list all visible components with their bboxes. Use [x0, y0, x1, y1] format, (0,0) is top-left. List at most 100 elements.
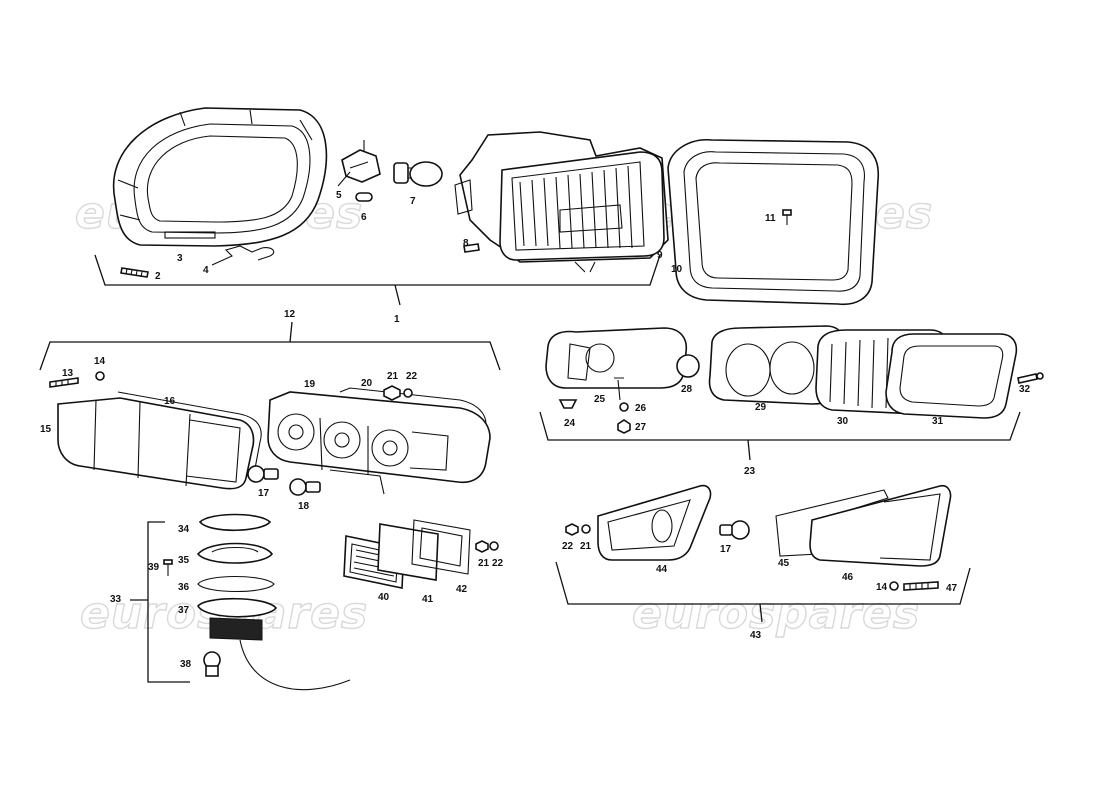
screw-32 — [1017, 372, 1044, 384]
gasket-41 — [377, 523, 439, 581]
grommet-24 — [558, 399, 578, 409]
label-31: 31 — [932, 416, 944, 427]
headlamp-bucket-frame — [112, 107, 328, 247]
label-43: 43 — [750, 630, 762, 641]
washer-14b — [889, 581, 899, 591]
label-46: 46 — [842, 572, 854, 583]
label-22-marker: 22 — [562, 541, 574, 552]
label-11: 11 — [765, 213, 776, 224]
marker-housing-44 — [597, 484, 712, 561]
label-26: 26 — [635, 403, 647, 414]
label-47: 47 — [946, 583, 958, 594]
gasket-16 — [117, 391, 262, 479]
bulb-17 — [247, 465, 279, 483]
bulb-holder-5 — [337, 140, 381, 187]
label-14-marker: 14 — [876, 582, 888, 593]
headlamp-bezel-10 — [667, 139, 880, 306]
label-13: 13 — [62, 368, 74, 379]
rear-lens-15 — [57, 397, 255, 490]
rear-housing-19 — [267, 391, 491, 495]
washer-26 — [619, 402, 629, 412]
licence-lamp-group — [130, 513, 499, 691]
headlamp-unit-9 — [454, 131, 669, 273]
label-21-marker: 21 — [580, 541, 592, 552]
label-17: 17 — [258, 488, 270, 499]
label-14: 14 — [94, 356, 106, 367]
label-25: 25 — [594, 394, 606, 405]
label-8: 8 — [463, 238, 469, 249]
watermark-bottom-right: eurospares — [632, 588, 920, 639]
label-44: 44 — [656, 564, 668, 575]
label-7: 7 — [410, 196, 416, 207]
label-40: 40 — [378, 592, 390, 603]
label-33: 33 — [110, 594, 122, 605]
label-6: 6 — [361, 212, 367, 223]
label-22-side: 22 — [492, 558, 504, 569]
screw-13 — [49, 377, 79, 388]
label-4: 4 — [203, 265, 209, 276]
label-42: 42 — [456, 584, 468, 595]
label-24: 24 — [564, 418, 576, 429]
bracket-group-33 — [130, 521, 190, 683]
indicator-housing-28 — [545, 327, 700, 389]
label-41: 41 — [422, 594, 434, 605]
indicator-bezel-31 — [885, 333, 1018, 419]
label-32: 32 — [1019, 384, 1031, 395]
bulb-18 — [289, 478, 321, 496]
label-17-marker: 17 — [720, 544, 732, 555]
washer-22b — [489, 541, 499, 551]
label-22: 22 — [406, 371, 418, 382]
gasket-36 — [197, 575, 275, 593]
label-5: 5 — [336, 190, 342, 201]
nut-21 — [383, 385, 401, 401]
frame-42 — [411, 519, 471, 575]
bracket-group-43 — [555, 561, 971, 623]
label-2: 2 — [155, 271, 161, 282]
label-1: 1 — [394, 314, 400, 325]
label-23: 23 — [744, 466, 756, 477]
gasket-20 — [339, 387, 487, 425]
label-19: 19 — [304, 379, 316, 390]
screw-25 — [614, 377, 624, 401]
spring-clip-4 — [211, 245, 275, 266]
bracket-group-1 — [94, 254, 661, 306]
label-29: 29 — [755, 402, 767, 413]
nut-27 — [617, 419, 631, 434]
bulb-38 — [203, 651, 221, 677]
label-16: 16 — [164, 396, 176, 407]
label-27: 27 — [635, 422, 647, 433]
headlamp-group — [94, 107, 880, 306]
screw-47 — [903, 581, 939, 591]
washer-21c — [581, 524, 591, 534]
cover-34 — [198, 513, 272, 532]
bracket-group-23 — [539, 411, 1021, 461]
label-28: 28 — [681, 384, 693, 395]
label-21-side: 21 — [478, 558, 490, 569]
label-21: 21 — [387, 371, 399, 382]
label-37: 37 — [178, 605, 190, 616]
label-39: 39 — [148, 562, 160, 573]
adjuster-8 — [463, 243, 480, 253]
small-bulb-6 — [355, 192, 373, 202]
label-12: 12 — [284, 309, 296, 320]
label-10: 10 — [671, 264, 683, 275]
label-34: 34 — [178, 524, 190, 535]
washer-14 — [95, 371, 105, 381]
label-36: 36 — [178, 582, 190, 593]
side-marker-group — [555, 484, 971, 623]
screw-11 — [782, 209, 792, 225]
nut-21b — [475, 540, 489, 553]
screw-39 — [163, 559, 173, 576]
base-37 — [197, 597, 351, 691]
part-labels: 1 2 3 4 5 6 7 8 9 10 11 12 13 14 15 16 1… — [40, 190, 1031, 670]
lens-35 — [196, 542, 274, 564]
label-35: 35 — [178, 555, 190, 566]
label-15: 15 — [40, 424, 52, 435]
label-3: 3 — [177, 253, 183, 264]
indicator-group — [539, 325, 1044, 461]
marker-lens-46 — [809, 484, 952, 567]
label-38: 38 — [180, 659, 192, 670]
rear-lamp-group — [39, 321, 501, 496]
screw-2 — [120, 267, 149, 278]
